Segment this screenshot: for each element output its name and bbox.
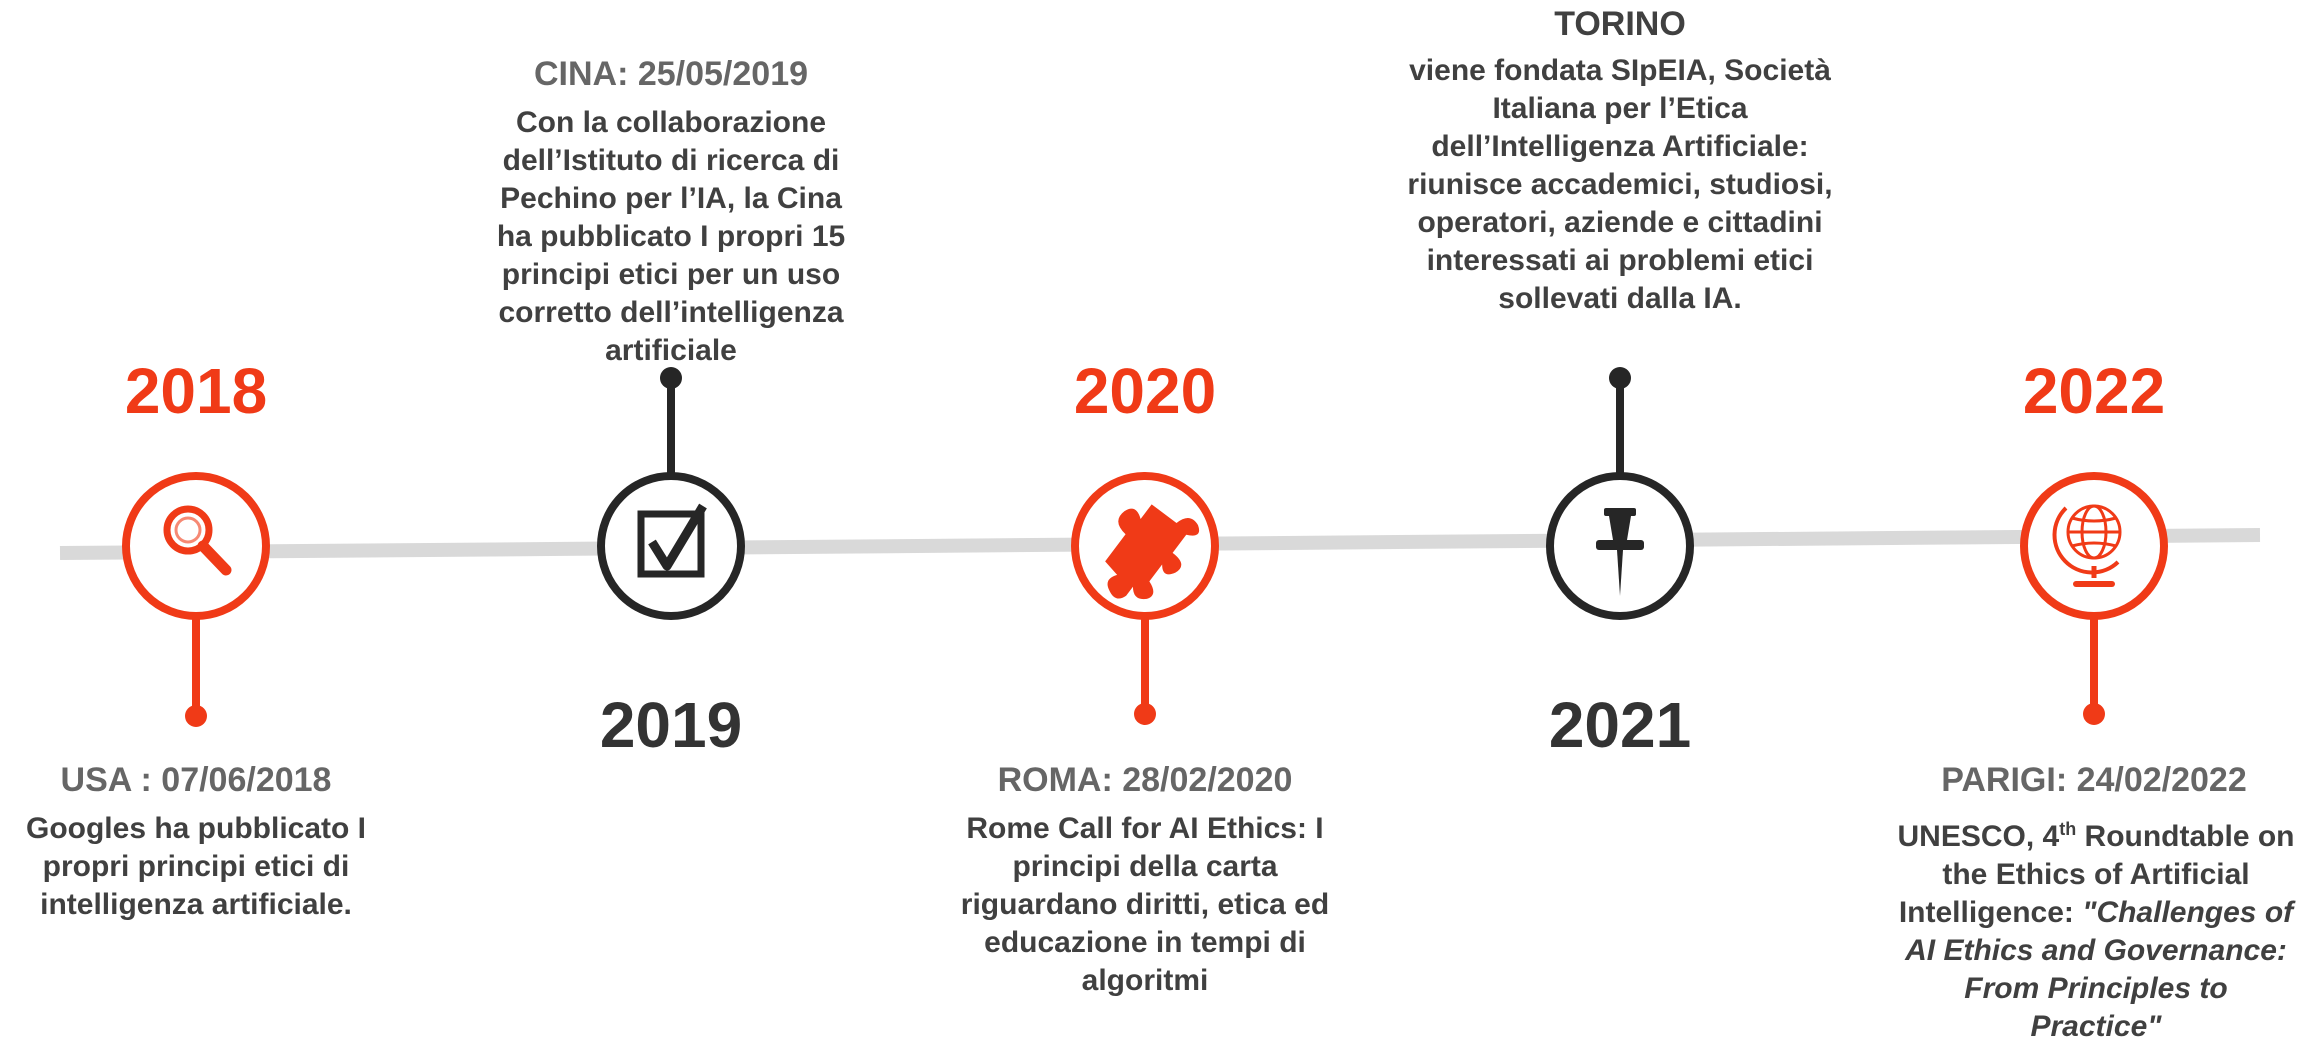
location-2020: ROMA: 28/02/2020: [997, 761, 1293, 799]
globe-icon: [2052, 504, 2122, 587]
location-2021: TORINO: [1554, 5, 1686, 43]
year-2020: 2020: [1073, 355, 1217, 427]
description-2020: Rome Call for AI Ethics: I principi dell…: [960, 812, 1330, 997]
description-2019: Con la collaborazione dell’Istituto di r…: [496, 106, 846, 367]
connector-2019: [660, 367, 682, 476]
node-2022: [2020, 472, 2168, 620]
connector-2022: [2083, 616, 2105, 725]
puzzle-icon: [1105, 504, 1200, 600]
year-2018: 2018: [124, 355, 268, 427]
description-2021: viene fondata SIpEIA, Società Italiana p…: [1407, 54, 1833, 315]
description-2022-sup: th: [2059, 819, 2077, 839]
magnifier-icon: [163, 505, 232, 576]
pushpin-icon: [1596, 508, 1644, 596]
node-2019: [597, 472, 745, 620]
connector-2018: [185, 616, 207, 727]
year-2019: 2019: [599, 689, 743, 761]
connector-2021: [1609, 367, 1631, 476]
connector-2020: [1134, 616, 1156, 725]
location-2018: USA : 07/06/2018: [60, 761, 332, 799]
description-2022-mid: Roundtable on the Ethics of Artificial I…: [1898, 820, 2295, 929]
description-2022: UNESCO, 4th Roundtable on the Ethics of …: [1896, 810, 2296, 1046]
year-2022: 2022: [2022, 355, 2166, 427]
checkbox-icon: [637, 503, 707, 578]
location-2022: PARIGI: 24/02/2022: [1941, 761, 2247, 799]
location-2019: CINA: 25/05/2019: [533, 55, 809, 93]
description-2022-lead: UNESCO, 4: [1897, 820, 2060, 853]
year-2021: 2021: [1548, 689, 1692, 761]
description-2018: Googles ha pubblicato I propri principi …: [25, 812, 367, 921]
